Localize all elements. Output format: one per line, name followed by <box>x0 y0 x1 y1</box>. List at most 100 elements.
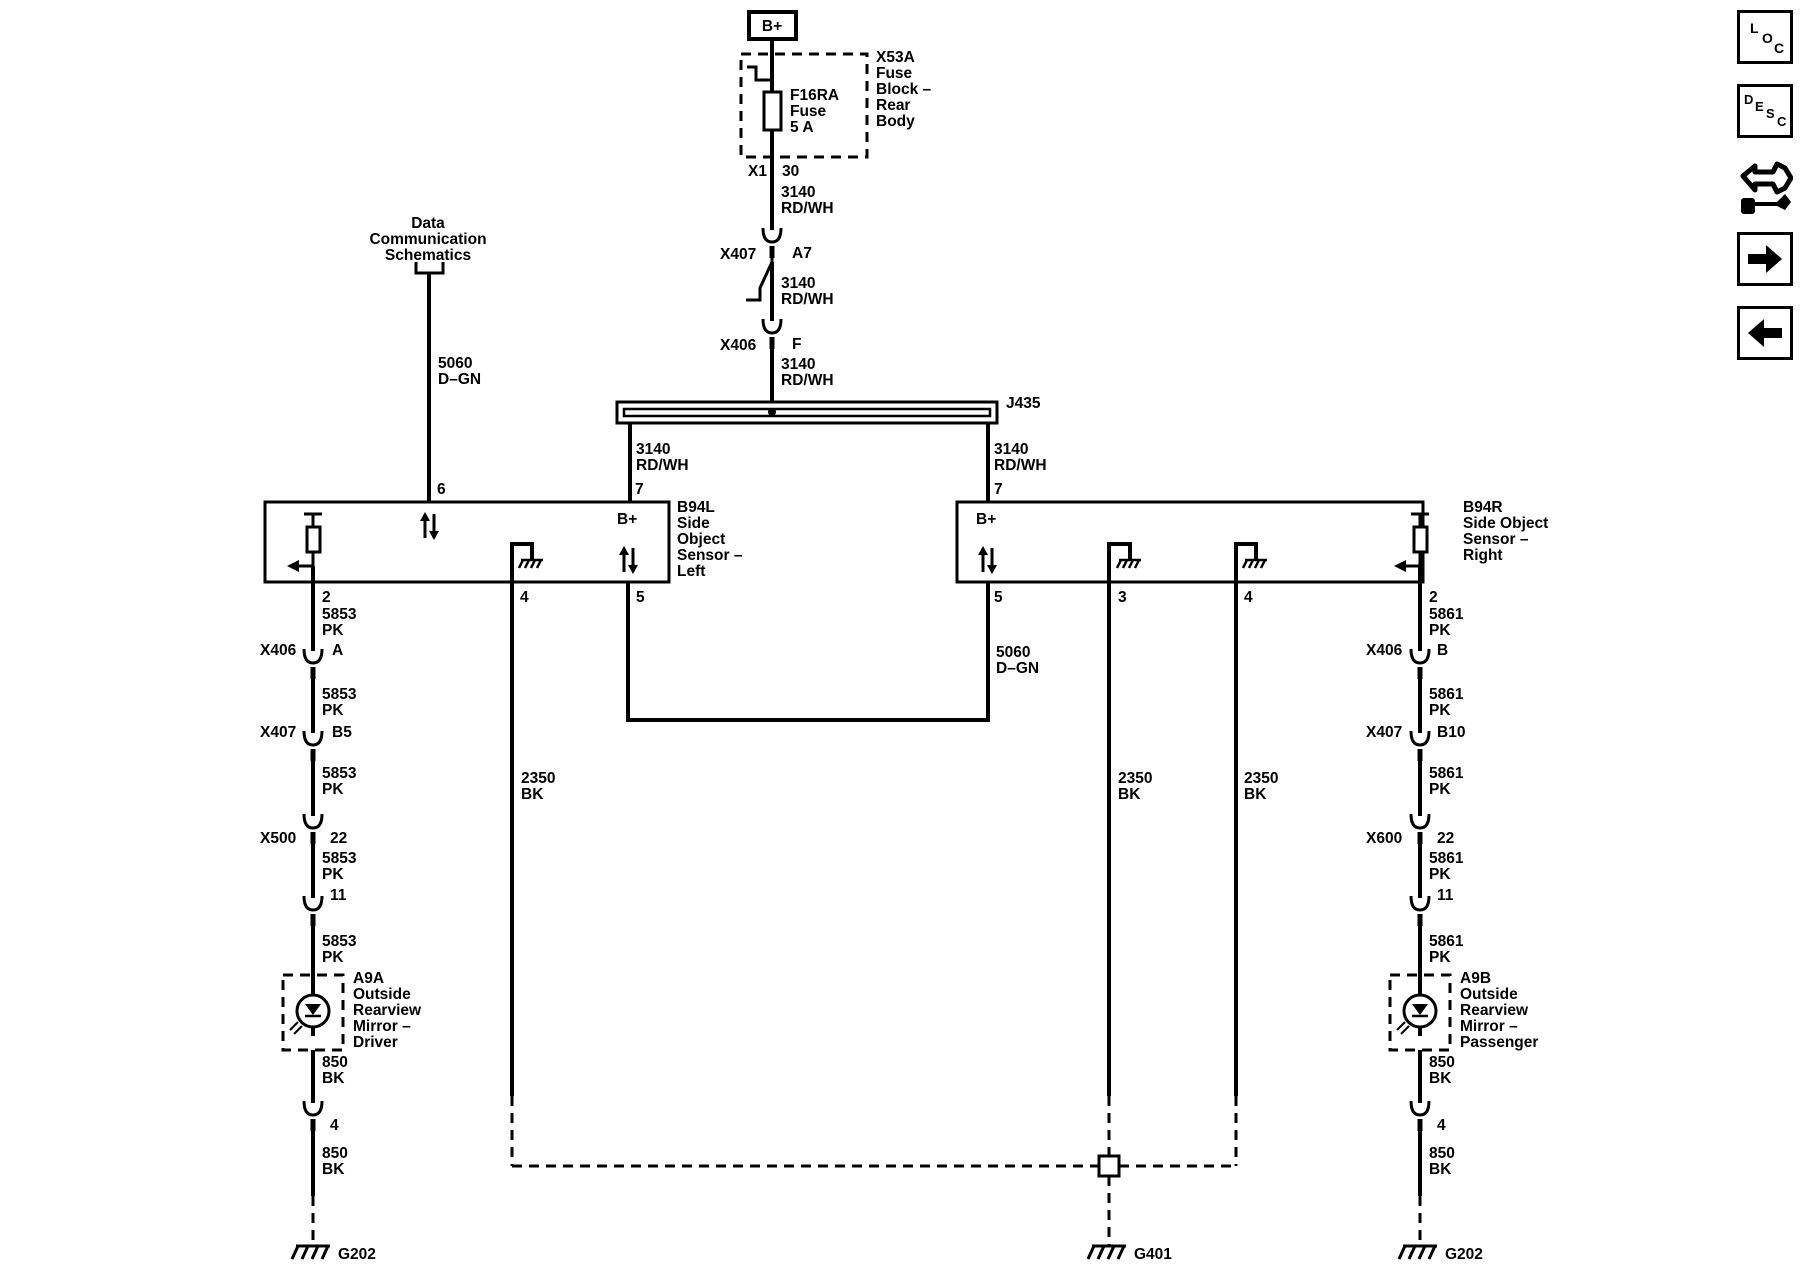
diagram-label: BK <box>521 786 544 803</box>
diagram-label: 2350 <box>1244 770 1278 787</box>
diagram-label: 5861 <box>1429 686 1464 703</box>
diagram-label: RD/WH <box>781 291 834 308</box>
diagram-label: X407 <box>1366 724 1402 741</box>
connector-end-view-button[interactable] <box>1737 158 1794 218</box>
diagram-label: Mirror – <box>1460 1018 1518 1035</box>
data-communication-reference: Data Communication Schematics 5060 D–GN <box>369 215 487 502</box>
diagram-label: 3140 <box>781 275 815 292</box>
diagram-label: B <box>1437 642 1448 659</box>
location-button[interactable]: L O C <box>1737 10 1793 64</box>
diagram-label: G202 <box>338 1246 376 1263</box>
diagram-label: PK <box>322 702 344 719</box>
diagram-label: 3140 <box>781 356 815 373</box>
diagram-label: 850 <box>1429 1145 1455 1162</box>
diagram-label: BK <box>322 1161 345 1178</box>
diagram-label: Mirror – <box>353 1018 411 1035</box>
next-page-button[interactable] <box>1737 232 1793 286</box>
splice-pack-j435: J435 <box>615 395 1041 425</box>
outside-rearview-mirror-driver: A9A Outside Rearview Mirror – Driver <box>281 970 422 1052</box>
diagram-label: X53A <box>876 49 915 66</box>
diagram-label: BK <box>1429 1161 1452 1178</box>
diagram-label: PK <box>1429 702 1451 719</box>
diagram-label: 5861 <box>1429 606 1464 623</box>
diagram-label: D–GN <box>996 660 1039 677</box>
sensor-link-circuit-5060: 5060 D–GN <box>626 582 1039 722</box>
diagram-label: 5853 <box>322 686 357 703</box>
diagram-label: G401 <box>1134 1246 1172 1263</box>
diagram-label: BK <box>1118 786 1141 803</box>
diagram-label: 850 <box>322 1145 348 1162</box>
ground-circuits-2350: 2350 BK 2350 BK 2350 BK G401 <box>510 582 1278 1263</box>
diagram-label: 11 <box>1437 887 1454 904</box>
desc-letter: E <box>1755 99 1764 114</box>
diagram-label: Body <box>876 113 915 130</box>
diagram-label: F16RA <box>790 87 839 104</box>
diagram-label: 5861 <box>1429 765 1464 782</box>
diagram-label: Fuse <box>790 103 827 120</box>
diagram-label: 2 <box>1429 589 1438 606</box>
diagram-label: B10 <box>1437 724 1465 741</box>
diagram-label: Sensor – <box>1463 531 1529 548</box>
diagram-label: PK <box>1429 866 1451 883</box>
diagram-label: PK <box>322 622 344 639</box>
diagram-label: 5 <box>636 589 645 606</box>
diagram-label: 5861 <box>1429 933 1464 950</box>
diagram-label: J435 <box>1006 395 1041 412</box>
desc-letter: C <box>1777 114 1787 129</box>
diagram-label: PK <box>322 781 344 798</box>
diagram-label: PK <box>1429 949 1451 966</box>
left-indicator-branch: 5853 PK X406 A 5853 PK X407 B5 5853 PK X… <box>260 582 422 1263</box>
diagram-label: Rearview <box>353 1002 422 1019</box>
previous-page-button[interactable] <box>1737 306 1793 360</box>
diagram-label: 6 <box>437 481 446 498</box>
diagram-label: Fuse <box>876 65 913 82</box>
diagram-label: 5 <box>994 589 1003 606</box>
diagram-label: A <box>332 642 343 659</box>
diagram-label: 4 <box>520 589 529 606</box>
diagram-label: 5853 <box>322 850 357 867</box>
diagram-label: Rearview <box>1460 1002 1529 1019</box>
diagram-label: B+ <box>762 18 782 35</box>
loc-letter: O <box>1762 30 1773 46</box>
diagram-label: RD/WH <box>781 372 834 389</box>
diagram-label: X406 <box>1366 642 1403 659</box>
loc-letter: L <box>1750 20 1759 36</box>
diagram-label: 2350 <box>521 770 555 787</box>
diagram-label: A7 <box>792 245 812 262</box>
diagram-label: PK <box>1429 622 1451 639</box>
side-object-sensor-right: 7 B+ B94R Side Object Sensor – Right 5 3… <box>955 481 1548 606</box>
diagram-label: D–GN <box>438 371 481 388</box>
diagram-label: A9A <box>353 970 384 987</box>
diagram-label: Right <box>1463 547 1503 564</box>
diagram-label: RD/WH <box>781 200 834 217</box>
diagram-label: 5060 <box>438 355 472 372</box>
diagram-label: 7 <box>994 481 1003 498</box>
fuse-block-rear-body: F16RA Fuse 5 A X53A Fuse Block – Rear Bo… <box>739 49 932 180</box>
diagram-label: Rear <box>876 97 910 114</box>
diagram-label: X600 <box>1366 830 1402 847</box>
loc-letter: C <box>1774 40 1785 56</box>
diagram-label: B+ <box>617 511 637 528</box>
diagram-label: Block – <box>876 81 932 98</box>
diagram-label: 11 <box>330 887 347 904</box>
battery-positive-source: B+ <box>747 10 798 41</box>
diagram-label: Outside <box>1460 986 1518 1003</box>
diagram-label: Side <box>677 515 710 532</box>
diagram-label: G202 <box>1445 1246 1483 1263</box>
diagram-label: 2350 <box>1118 770 1152 787</box>
description-button[interactable]: D E S C <box>1737 84 1793 138</box>
diagram-label: BK <box>1429 1070 1452 1087</box>
diagram-label: 2 <box>322 589 331 606</box>
diagram-label: 3140 <box>636 441 670 458</box>
diagram-label: Driver <box>353 1034 398 1051</box>
diagram-label: 4 <box>1244 589 1253 606</box>
diagram-label: 22 <box>1437 830 1454 847</box>
ground-splice <box>1097 1154 1121 1178</box>
diagram-label: PK <box>1429 781 1451 798</box>
diagram-label: 3140 <box>994 441 1028 458</box>
diagram-label: 5 A <box>790 119 814 136</box>
diagram-label: 5060 <box>996 644 1030 661</box>
diagram-label: BK <box>1244 786 1267 803</box>
diagram-label: 3140 <box>781 184 815 201</box>
